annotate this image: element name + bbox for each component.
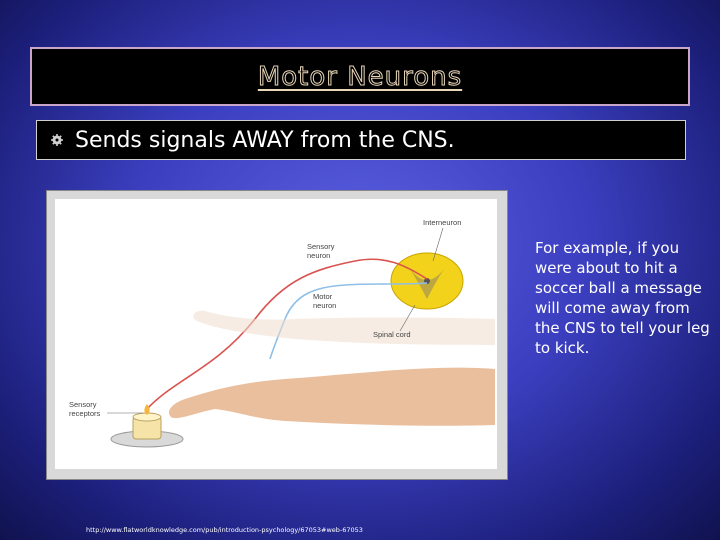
label-motor-neuron-1: Motor: [313, 292, 333, 301]
label-sensory-receptors-1: Sensory: [69, 400, 97, 409]
spinal-cord-illustration: [390, 252, 464, 310]
neuron-figure: Interneuron Sensory neuron Motor neuron …: [46, 190, 508, 480]
gear-bullet-icon: [51, 134, 63, 146]
label-sensory-neuron-1: Sensory: [307, 242, 335, 251]
slide-title: Motor Neurons: [257, 61, 463, 92]
label-sensory-receptors-2: receptors: [69, 409, 101, 418]
bullet-text: Sends signals AWAY from the CNS.: [75, 127, 455, 153]
bullet-box: Sends signals AWAY from the CNS.: [36, 120, 686, 160]
motor-neuron-path: [269, 282, 428, 360]
sensory-neuron-path: [146, 258, 428, 410]
label-motor-neuron-2: neuron: [313, 301, 336, 310]
source-url: http://www.flatworldknowledge.com/pub/in…: [86, 526, 363, 534]
figure-canvas: Interneuron Sensory neuron Motor neuron …: [55, 199, 497, 469]
label-spinal-cord: Spinal cord: [373, 330, 411, 339]
label-sensory-neuron-2: neuron: [307, 251, 330, 260]
example-text: For example, if you were about to hit a …: [535, 239, 710, 357]
neuron-diagram: Interneuron Sensory neuron Motor neuron …: [69, 218, 495, 448]
title-box: Motor Neurons: [30, 47, 690, 106]
arm-illustration: [168, 310, 495, 426]
label-interneuron: Interneuron: [423, 218, 461, 227]
candle-illustration: [110, 404, 184, 448]
